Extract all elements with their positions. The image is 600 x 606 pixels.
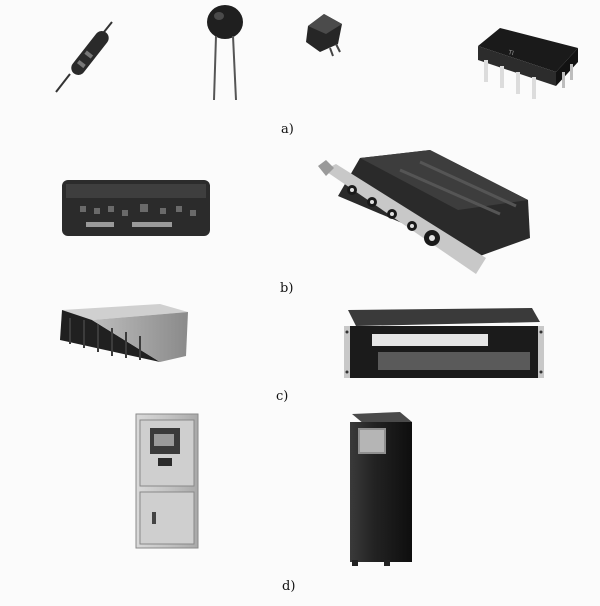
expansion-card-photo <box>318 150 530 274</box>
caption-a: a) <box>281 122 294 137</box>
caption-c: c) <box>276 389 289 404</box>
pcb-module-photo <box>62 180 210 236</box>
rack-chassis-photo <box>60 304 188 362</box>
resistor-photo <box>55 21 113 93</box>
electrical-cabinet-photo <box>135 413 199 549</box>
caption-d: d) <box>282 579 296 594</box>
caption-b: b) <box>280 281 294 296</box>
ic-chip-photo: TI <box>478 28 578 99</box>
svg-text:TI: TI <box>507 49 515 57</box>
disc-capacitor-photo <box>207 5 243 101</box>
tower-cabinet-photo <box>350 412 412 566</box>
rack-case-photo <box>344 308 544 378</box>
cube-inductor-photo <box>306 14 342 57</box>
